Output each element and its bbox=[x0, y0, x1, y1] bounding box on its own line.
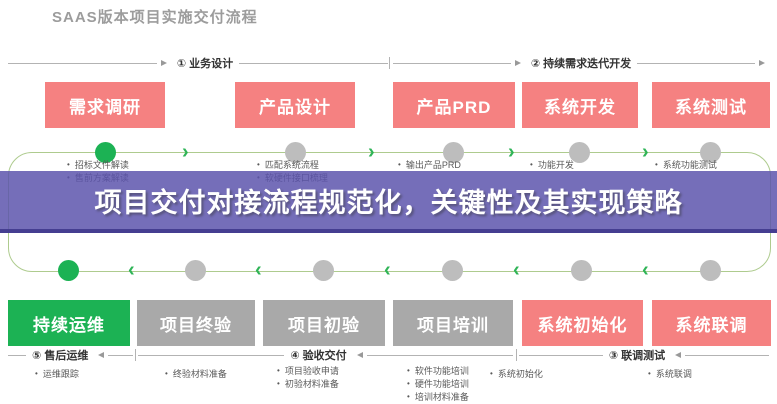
task-list-initial-acceptance: 项目验收申请 初验材料准备 bbox=[277, 365, 339, 391]
milestone-dot-green bbox=[95, 142, 116, 163]
stage-label: 系统初始化 bbox=[537, 315, 628, 335]
phase-label: ② 持续需求迭代开发 bbox=[530, 58, 632, 70]
divider-line bbox=[8, 62, 157, 64]
phase-header-after-sales-ops: ⑤ 售后运维 bbox=[8, 348, 133, 362]
task-item: 运维跟踪 bbox=[35, 368, 79, 381]
divider-line bbox=[8, 354, 26, 356]
task-item: 软件功能培训 bbox=[407, 365, 469, 378]
chevron-right-icon: › bbox=[182, 141, 189, 163]
divider-line bbox=[239, 62, 388, 64]
stage-box-system-testing: 系统测试 bbox=[652, 82, 770, 128]
arrow-right-icon bbox=[759, 60, 765, 66]
task-item: 系统联调 bbox=[648, 368, 692, 381]
phase-label: ③ 联调测试 bbox=[608, 350, 666, 362]
page-title: SAAS版本项目实施交付流程 bbox=[52, 9, 258, 26]
milestone-dot bbox=[571, 260, 592, 281]
phase-header-acceptance-delivery: ④ 验收交付 bbox=[138, 348, 513, 362]
stage-box-system-joint-debug: 系统联调 bbox=[652, 300, 771, 346]
chevron-right-icon: › bbox=[642, 141, 649, 163]
divider-line bbox=[138, 354, 285, 356]
divider-line bbox=[366, 354, 513, 356]
task-item: 终验材料准备 bbox=[165, 368, 227, 381]
task-item: 系统功能测试 bbox=[655, 159, 717, 172]
phase-label: ⑤ 售后运维 bbox=[32, 350, 89, 362]
stage-label: 需求调研 bbox=[69, 97, 141, 117]
section-tick bbox=[389, 57, 390, 69]
arrow-left-icon bbox=[675, 352, 682, 358]
arrow-left-icon bbox=[98, 352, 105, 358]
milestone-dot bbox=[185, 260, 206, 281]
stage-label: 系统测试 bbox=[675, 97, 747, 117]
chevron-left-icon: ‹ bbox=[384, 259, 391, 281]
chevron-right-icon: › bbox=[368, 141, 375, 163]
stage-box-continuous-ops: 持续运维 bbox=[8, 300, 130, 346]
headline-text: 项目交付对接流程规范化，关键性及其实现策略 bbox=[94, 187, 683, 218]
phase-header-iterative-dev: ② 持续需求迭代开发 bbox=[393, 56, 769, 70]
stage-box-system-initialization: 系统初始化 bbox=[522, 300, 643, 346]
task-item: 初验材料准备 bbox=[277, 378, 339, 391]
task-list-continuous-ops: 运维跟踪 bbox=[35, 368, 79, 381]
phase-label: ④ 验收交付 bbox=[290, 350, 347, 362]
milestone-dot bbox=[700, 142, 721, 163]
divider-line bbox=[637, 62, 755, 64]
task-list-project-training: 软件功能培训 硬件功能培训 培训材料准备 bbox=[407, 365, 469, 404]
task-item: 培训材料准备 bbox=[407, 391, 469, 404]
task-item: 输出产品PRD bbox=[398, 159, 461, 172]
task-list-system-development: 功能开发 bbox=[530, 159, 574, 172]
chevron-right-icon: › bbox=[508, 141, 515, 163]
stage-box-final-acceptance: 项目终验 bbox=[137, 300, 255, 346]
task-list-system-joint-debug: 系统联调 bbox=[648, 368, 692, 381]
divider-line bbox=[108, 354, 133, 356]
task-item: 系统初始化 bbox=[490, 368, 543, 381]
stage-label: 项目初验 bbox=[288, 315, 360, 335]
milestone-dot bbox=[700, 260, 721, 281]
stage-box-requirements-research: 需求调研 bbox=[45, 82, 165, 128]
stage-box-product-design: 产品设计 bbox=[235, 82, 355, 128]
stage-label: 持续运维 bbox=[33, 315, 105, 335]
task-item: 匹配系统流程 bbox=[257, 159, 328, 172]
stage-box-initial-acceptance: 项目初验 bbox=[263, 300, 385, 346]
stage-label: 项目培训 bbox=[417, 315, 489, 335]
stage-label: 产品设计 bbox=[259, 97, 331, 117]
task-list-final-acceptance: 终验材料准备 bbox=[165, 368, 227, 381]
stage-label: 产品PRD bbox=[416, 97, 492, 117]
stage-label: 系统开发 bbox=[544, 97, 616, 117]
divider-line bbox=[393, 62, 511, 64]
arrow-right-icon bbox=[160, 60, 167, 66]
chevron-left-icon: ‹ bbox=[642, 259, 649, 281]
task-item: 硬件功能培训 bbox=[407, 378, 469, 391]
phase-header-business-design: ① 业务设计 bbox=[8, 56, 388, 70]
phase-header-joint-testing: ③ 联调测试 bbox=[519, 348, 769, 362]
task-item: 招标文件解读 bbox=[67, 159, 129, 172]
arrow-left-icon bbox=[356, 352, 363, 358]
milestone-dot bbox=[285, 142, 306, 163]
phase-label: ① 业务设计 bbox=[176, 58, 234, 70]
task-list-product-prd: 输出产品PRD bbox=[398, 159, 461, 172]
task-item: 项目验收申请 bbox=[277, 365, 339, 378]
task-list-system-initialization: 系统初始化 bbox=[490, 368, 543, 381]
milestone-dot bbox=[443, 142, 464, 163]
stage-label: 项目终验 bbox=[160, 315, 232, 335]
stage-box-product-prd: 产品PRD bbox=[393, 82, 515, 128]
task-list-system-testing: 系统功能测试 bbox=[655, 159, 717, 172]
divider-line bbox=[519, 354, 603, 356]
section-tick bbox=[135, 349, 136, 361]
chevron-left-icon: ‹ bbox=[255, 259, 262, 281]
headline-banner: 项目交付对接流程规范化，关键性及其实现策略 bbox=[0, 171, 777, 233]
stage-box-system-development: 系统开发 bbox=[522, 82, 638, 128]
chevron-left-icon: ‹ bbox=[513, 259, 520, 281]
milestone-dot bbox=[569, 142, 590, 163]
section-tick bbox=[516, 349, 517, 361]
stage-box-project-training: 项目培训 bbox=[393, 300, 513, 346]
milestone-dot bbox=[313, 260, 334, 281]
arrow-right-icon bbox=[514, 60, 521, 66]
chevron-left-icon: ‹ bbox=[128, 259, 135, 281]
milestone-dot-green bbox=[58, 260, 79, 281]
divider-line bbox=[685, 354, 769, 356]
stage-label: 系统联调 bbox=[675, 315, 748, 335]
task-item: 功能开发 bbox=[530, 159, 574, 172]
milestone-dot bbox=[442, 260, 463, 281]
